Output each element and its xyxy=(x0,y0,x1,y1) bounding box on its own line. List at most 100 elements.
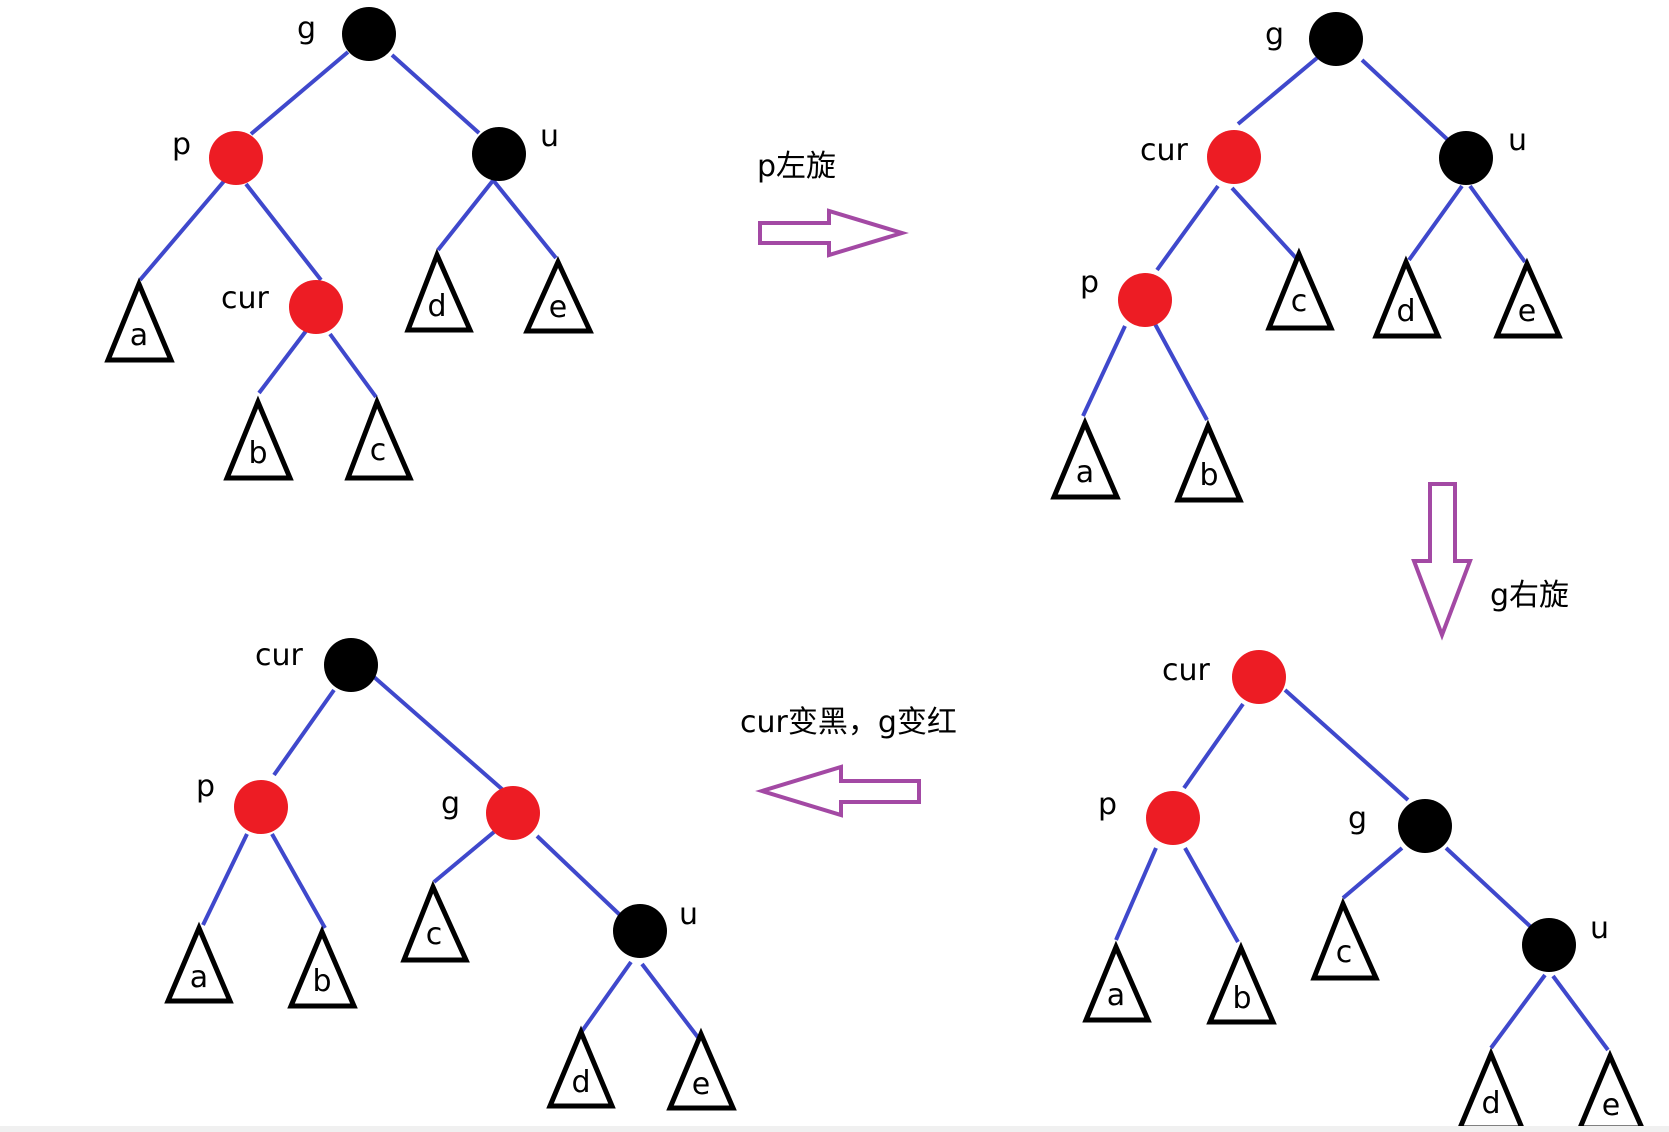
node-cur xyxy=(1232,650,1286,704)
node-label-u: u xyxy=(1590,911,1609,946)
subtree-label-b: b xyxy=(1199,458,1218,493)
step-label-g-right-rotate: g右旋 xyxy=(1490,578,1569,613)
node-label-p: p xyxy=(172,127,191,162)
subtree-a-triangle xyxy=(104,277,175,363)
edge-u-d xyxy=(578,960,633,1036)
subtree-a-triangle xyxy=(164,921,234,1004)
node-cur xyxy=(324,638,378,692)
node-label-p: p xyxy=(196,769,215,804)
subtree-label-d: d xyxy=(1396,294,1415,329)
subtree-label-c: c xyxy=(426,917,443,952)
subtree-label-c: c xyxy=(1291,284,1308,319)
edge-p-a xyxy=(138,178,227,282)
node-label-g: g xyxy=(1265,17,1284,52)
tree-after-left-rotation: g cur u p a b c d e xyxy=(1050,12,1563,503)
step-label-p-left-rotate: p左旋 xyxy=(757,149,836,184)
node-label-p: p xyxy=(1080,265,1099,300)
tree-initial: g p u cur a b c d e xyxy=(104,7,594,481)
edge-p-a xyxy=(1081,325,1127,417)
edge-cur-c xyxy=(328,332,378,399)
subtree-e-triangle xyxy=(1493,257,1563,339)
edge-g-u xyxy=(390,53,481,135)
edge-g-cur xyxy=(1236,56,1319,126)
subtree-a-triangle xyxy=(1082,940,1152,1023)
subtree-a-triangle xyxy=(1050,416,1121,500)
subtree-label-a: a xyxy=(130,318,148,353)
subtree-c-triangle xyxy=(344,395,414,481)
node-p xyxy=(234,780,288,834)
edge-p-cur xyxy=(244,182,323,282)
node-u xyxy=(1439,131,1493,185)
edge-p-b xyxy=(1153,323,1209,421)
edge-g-u xyxy=(1360,58,1450,142)
node-g xyxy=(486,786,540,840)
node-g xyxy=(1398,799,1452,853)
right-arrow xyxy=(758,208,909,258)
edge-p-a xyxy=(1114,847,1158,941)
subtree-label-e: e xyxy=(1602,1088,1620,1123)
subtree-c-triangle xyxy=(1310,897,1380,981)
node-cur xyxy=(289,280,343,334)
edge-u-e xyxy=(640,962,702,1042)
node-g xyxy=(1309,12,1363,66)
node-label-cur: cur xyxy=(1162,653,1211,688)
subtree-b-triangle xyxy=(287,925,358,1009)
subtree-d-triangle xyxy=(1372,255,1442,339)
subtree-label-b: b xyxy=(312,964,331,999)
subtree-label-b: b xyxy=(1232,981,1251,1016)
edge-cur-p xyxy=(1155,184,1220,272)
edge-u-e xyxy=(491,178,558,260)
edge-cur-c xyxy=(1230,186,1298,260)
step-label-recolor: cur变黑，g变红 xyxy=(740,705,957,740)
node-p xyxy=(209,131,263,185)
tree-after-recolor: cur p g u a b c d e xyxy=(164,638,737,1111)
subtree-c-triangle xyxy=(400,880,470,963)
node-label-g: g xyxy=(1348,801,1367,836)
edge-cur-p xyxy=(272,688,336,777)
node-p xyxy=(1146,791,1200,845)
node-p xyxy=(1118,273,1172,327)
subtree-b-triangle xyxy=(1174,419,1244,503)
node-label-g: g xyxy=(297,11,316,46)
edge-cur-p xyxy=(1182,702,1245,790)
subtree-label-e: e xyxy=(1518,294,1536,329)
down-arrow xyxy=(1411,482,1473,641)
step-right-rotation: g右旋 xyxy=(1411,482,1569,641)
node-label-u: u xyxy=(540,119,559,154)
node-label-p: p xyxy=(1098,787,1117,822)
edge-cur-b xyxy=(257,329,308,395)
edge-g-c xyxy=(1341,846,1404,900)
node-label-u: u xyxy=(1508,123,1527,158)
node-u xyxy=(472,127,526,181)
subtree-c-triangle xyxy=(1265,247,1335,331)
left-arrow xyxy=(755,764,921,818)
edge-p-a xyxy=(201,833,249,926)
edge-g-u xyxy=(535,834,622,917)
step-left-rotation: p左旋 xyxy=(757,149,909,258)
node-label-cur: cur xyxy=(255,638,304,673)
edge-g-c xyxy=(432,830,496,884)
edge-u-e xyxy=(1468,184,1527,264)
edge-cur-g xyxy=(372,675,505,792)
node-cur xyxy=(1207,130,1261,184)
subtree-label-c: c xyxy=(1336,935,1353,970)
edge-p-b xyxy=(270,833,327,929)
subtree-label-e: e xyxy=(549,290,567,325)
subtree-label-d: d xyxy=(571,1065,590,1100)
subtree-e-triangle xyxy=(666,1027,737,1111)
subtree-label-a: a xyxy=(1076,455,1094,490)
subtree-d-triangle xyxy=(404,248,474,333)
subtree-label-d: d xyxy=(427,289,446,324)
subtree-label-d: d xyxy=(1481,1086,1500,1121)
edge-u-d xyxy=(436,176,497,252)
subtree-e-triangle xyxy=(523,255,594,334)
node-label-cur: cur xyxy=(1140,133,1189,168)
edge-g-u xyxy=(1444,846,1534,930)
subtree-label-a: a xyxy=(1107,978,1125,1013)
edge-g-p xyxy=(249,50,350,136)
subtree-label-b: b xyxy=(248,436,267,471)
subtree-b-triangle xyxy=(223,395,294,481)
edge-u-e xyxy=(1551,974,1610,1052)
subtree-label-e: e xyxy=(692,1067,710,1102)
